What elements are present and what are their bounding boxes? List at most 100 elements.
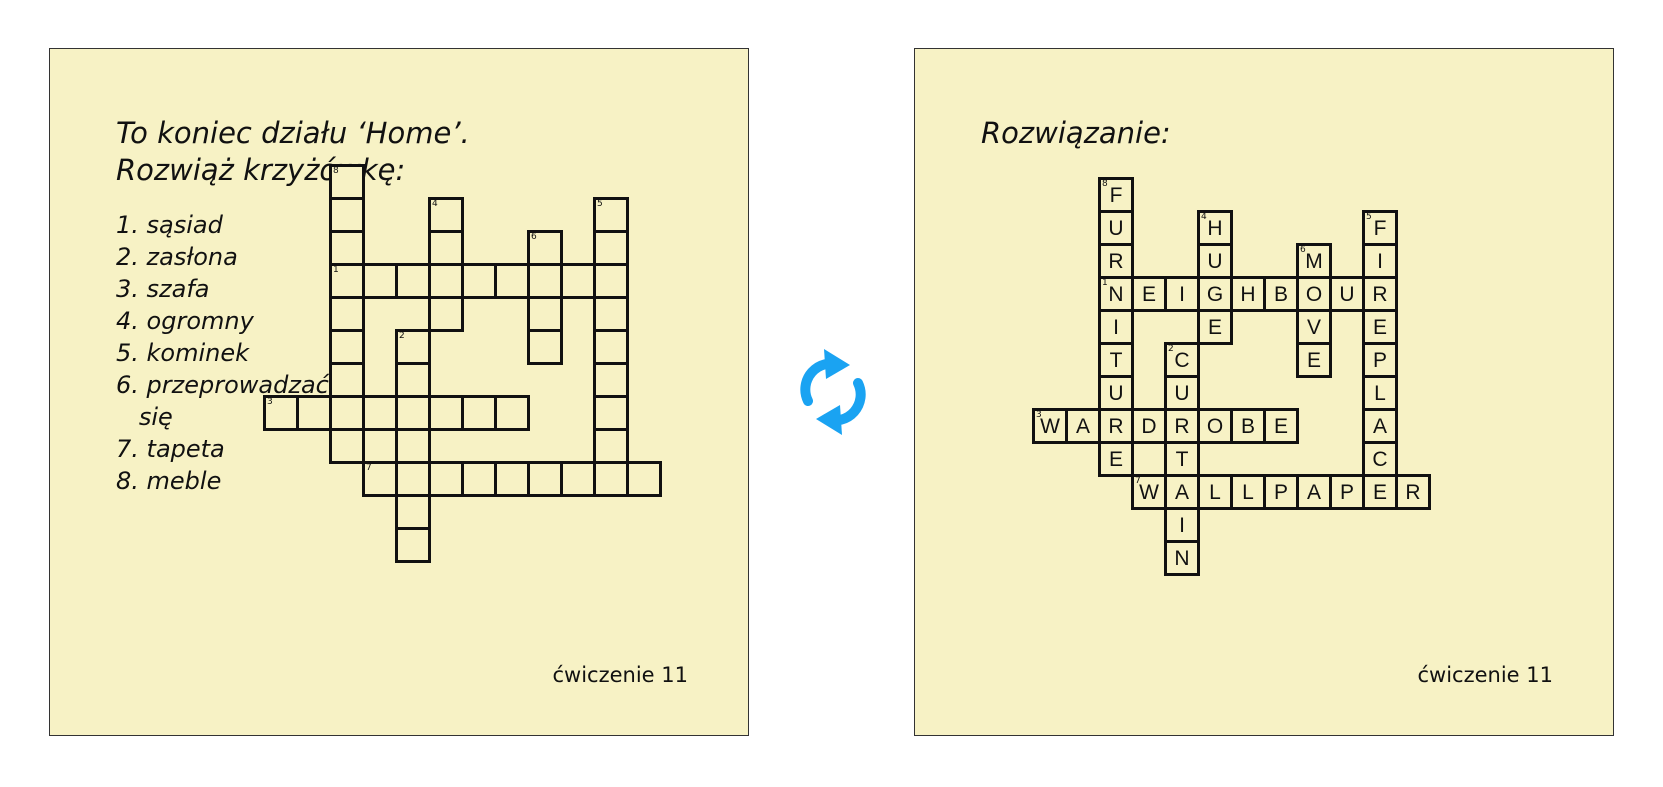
crossword-cell: E <box>1131 276 1167 312</box>
cell-letter: T <box>1175 448 1189 471</box>
crossword-cell[interactable]: 4 <box>428 197 464 233</box>
crossword-cell[interactable] <box>296 395 332 431</box>
crossword-cell[interactable] <box>593 230 629 266</box>
cell-letter: L <box>1374 382 1386 405</box>
crossword-cell[interactable]: 1 <box>329 263 365 299</box>
cell-letter: W <box>1040 415 1060 438</box>
crossword-cell[interactable] <box>461 263 497 299</box>
crossword-cell[interactable] <box>593 329 629 365</box>
cell-letter: W <box>1139 481 1159 504</box>
crossword-cell: I <box>1164 276 1200 312</box>
crossword-cell[interactable] <box>593 395 629 431</box>
crossword-cell[interactable] <box>395 461 431 497</box>
crossword-cell[interactable] <box>527 329 563 365</box>
crossword-cell[interactable] <box>329 395 365 431</box>
crossword-cell[interactable] <box>461 461 497 497</box>
crossword-cell[interactable] <box>527 461 563 497</box>
crossword-cell[interactable] <box>329 428 365 464</box>
crossword-cell[interactable]: 7 <box>362 461 398 497</box>
clue-number: 6 <box>531 232 537 242</box>
crossword-cell[interactable] <box>461 395 497 431</box>
crossword-cell[interactable]: 2 <box>395 329 431 365</box>
crossword-cell[interactable] <box>395 362 431 398</box>
clue-number: 8 <box>1102 179 1108 189</box>
crossword-cell[interactable] <box>428 296 464 332</box>
crossword-cell[interactable]: 3 <box>263 395 299 431</box>
cell-letter: O <box>1305 283 1323 306</box>
cell-letter: U <box>1207 250 1223 273</box>
crossword-cell[interactable] <box>395 428 431 464</box>
refresh-cycle-icon[interactable] <box>788 337 878 447</box>
crossword-cell[interactable] <box>494 461 530 497</box>
crossword-cell[interactable] <box>329 197 365 233</box>
cell-letter: U <box>1174 382 1190 405</box>
crossword-cell[interactable] <box>560 461 596 497</box>
clue-number: 1 <box>333 265 339 275</box>
crossword-cell[interactable] <box>527 263 563 299</box>
crossword-cell: O <box>1296 276 1332 312</box>
cell-letter: R <box>1174 415 1190 438</box>
crossword-cell: I <box>1362 243 1398 279</box>
crossword-cell[interactable] <box>593 296 629 332</box>
crossword-cell[interactable] <box>626 461 662 497</box>
cell-letter: I <box>1377 250 1383 273</box>
cell-letter: A <box>1075 415 1090 438</box>
crossword-cell[interactable] <box>494 263 530 299</box>
crossword-cell[interactable] <box>362 263 398 299</box>
crossword-cell[interactable]: 5 <box>593 197 629 233</box>
crossword-cell: H <box>1230 276 1266 312</box>
crossword-cell[interactable] <box>593 428 629 464</box>
clue-number: 2 <box>1168 344 1174 354</box>
solution-title: Rozwiązanie: <box>981 116 1171 150</box>
cell-letter: D <box>1141 415 1157 438</box>
cell-letter: E <box>1372 481 1387 504</box>
crossword-cell[interactable] <box>395 527 431 563</box>
crossword-cell[interactable] <box>329 329 365 365</box>
cell-letter: R <box>1405 481 1421 504</box>
crossword-cell: P <box>1329 474 1365 510</box>
crossword-cell[interactable] <box>527 296 563 332</box>
crossword-cell[interactable] <box>329 230 365 266</box>
cell-letter: I <box>1113 316 1119 339</box>
crossword-cell[interactable] <box>395 263 431 299</box>
clue-number: 5 <box>1366 212 1372 222</box>
cell-letter: E <box>1372 316 1387 339</box>
clue-item: 8. meble <box>116 467 222 495</box>
crossword-cell[interactable] <box>593 263 629 299</box>
cell-letter: P <box>1339 481 1354 504</box>
crossword-cell[interactable] <box>428 395 464 431</box>
crossword-cell[interactable] <box>395 494 431 530</box>
crossword-cell[interactable] <box>362 395 398 431</box>
crossword-cell[interactable] <box>395 395 431 431</box>
puzzle-card: To koniec działu ‘Home’. Rozwiąż krzyżów… <box>49 48 749 736</box>
crossword-cell[interactable]: 6 <box>527 230 563 266</box>
clue-item: 7. tapeta <box>116 435 225 463</box>
crossword-cell: U <box>1329 276 1365 312</box>
crossword-cell: A <box>1065 408 1101 444</box>
crossword-cell[interactable] <box>329 296 365 332</box>
crossword-cell[interactable] <box>329 362 365 398</box>
crossword-cell[interactable] <box>560 263 596 299</box>
crossword-cell[interactable] <box>428 461 464 497</box>
crossword-cell: L <box>1362 375 1398 411</box>
crossword-cell: U <box>1197 243 1233 279</box>
clue-item: się <box>116 403 173 431</box>
crossword-cell[interactable] <box>593 461 629 497</box>
crossword-cell: P <box>1362 342 1398 378</box>
crossword-cell[interactable] <box>494 395 530 431</box>
clue-item: 4. ogromny <box>116 307 254 335</box>
clue-number: 7 <box>366 463 372 473</box>
crossword-cell[interactable] <box>428 230 464 266</box>
crossword-cell[interactable]: 8 <box>329 164 365 200</box>
cell-letter: B <box>1240 415 1255 438</box>
crossword-cell: D <box>1131 408 1167 444</box>
clue-number: 4 <box>1201 212 1207 222</box>
crossword-cell[interactable] <box>428 263 464 299</box>
crossword-cell: E <box>1263 408 1299 444</box>
crossword-cell[interactable] <box>593 362 629 398</box>
clue-item: 2. zasłona <box>116 243 238 271</box>
